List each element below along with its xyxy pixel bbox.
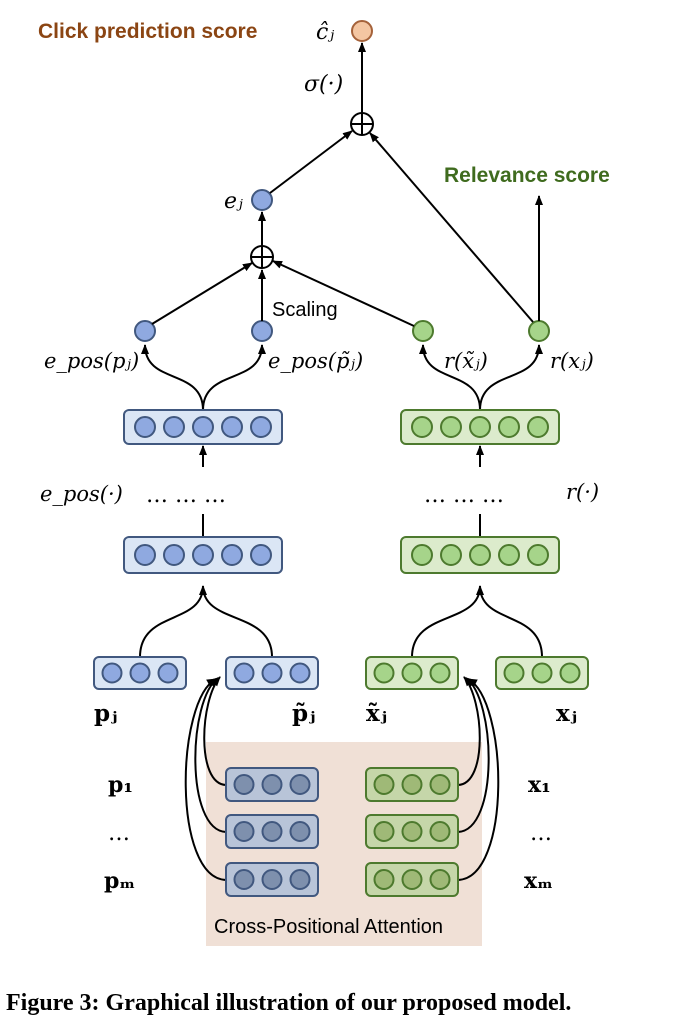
pj-layer bbox=[93, 656, 187, 690]
arrow-pj-to-sum bbox=[151, 262, 253, 325]
r-xtj-label: r(x̃ⱼ) bbox=[444, 349, 488, 373]
output-symbol: ĉⱼ bbox=[316, 20, 334, 45]
curve-blue-top-to-ptj bbox=[202, 344, 266, 411]
figure-caption: Figure 3: Graphical illustration of our … bbox=[6, 990, 571, 1016]
green-bottom-layer bbox=[400, 536, 560, 574]
r-function-label: r(·) bbox=[566, 480, 599, 504]
x1-label: x₁ bbox=[528, 772, 551, 798]
attn-arrow-xdots bbox=[457, 677, 490, 833]
ej-label: eⱼ bbox=[224, 189, 243, 214]
curve-pj-merge bbox=[139, 585, 204, 658]
arrow-ej-to-sum bbox=[269, 130, 353, 194]
click-prediction-title: Click prediction score bbox=[38, 20, 257, 43]
curve-ptj-merge bbox=[199, 585, 273, 658]
blue-bottom-layer bbox=[123, 536, 283, 574]
attn-arrow-pdots bbox=[194, 677, 227, 833]
attention-label: Cross-Positional Attention bbox=[214, 916, 443, 938]
middle-sum-node bbox=[250, 245, 274, 269]
arrow-xj-to-top-sum bbox=[369, 132, 534, 323]
xdots-label: … bbox=[530, 821, 552, 846]
curve-blue-top-to-pj bbox=[141, 344, 204, 411]
pm-row bbox=[225, 862, 319, 897]
epos-pj-node bbox=[134, 320, 156, 342]
ptj-layer bbox=[225, 656, 319, 690]
epos-ptj-label: e_pos(p̃ⱼ) bbox=[268, 349, 363, 373]
pdots-row bbox=[225, 814, 319, 849]
r-xtj-node bbox=[412, 320, 434, 342]
blue-top-layer bbox=[123, 409, 283, 445]
ellipsis-left: … … … bbox=[146, 483, 226, 508]
green-top-layer bbox=[400, 409, 560, 445]
epos-pj-label: e_pos(pⱼ) bbox=[44, 349, 139, 373]
scaling-label: Scaling bbox=[272, 299, 338, 321]
pj-label: pⱼ bbox=[94, 700, 117, 727]
xj-layer bbox=[495, 656, 589, 690]
attn-arrow-x1 bbox=[457, 676, 481, 786]
curve-green-top-to-xtj bbox=[419, 344, 481, 411]
epos-ptj-node bbox=[251, 320, 273, 342]
ellipsis-right: … … … bbox=[424, 483, 504, 508]
x1-row bbox=[365, 767, 459, 802]
curve-xtj-merge bbox=[411, 585, 481, 658]
sigma-label: σ(·) bbox=[304, 72, 343, 97]
pm-label: pₘ bbox=[104, 868, 135, 894]
ptj-label: p̃ⱼ bbox=[292, 700, 315, 727]
pdots-label: … bbox=[108, 821, 130, 846]
epos-function-label: e_pos(·) bbox=[40, 482, 123, 506]
top-sum-node bbox=[350, 112, 374, 136]
attn-arrow-pm bbox=[184, 678, 227, 881]
output-node bbox=[351, 20, 373, 42]
r-xj-label: r(xⱼ) bbox=[550, 349, 594, 373]
curve-xj-merge bbox=[476, 585, 543, 658]
xtj-layer bbox=[365, 656, 459, 690]
xm-row bbox=[365, 862, 459, 897]
attn-arrow-p1 bbox=[203, 676, 227, 786]
xj-label: xⱼ bbox=[556, 700, 577, 727]
xm-label: xₘ bbox=[524, 868, 553, 894]
r-xj-node bbox=[528, 320, 550, 342]
p1-row bbox=[225, 767, 319, 802]
arrow-xtj-to-sum bbox=[272, 260, 415, 327]
attn-arrow-xm bbox=[457, 678, 500, 881]
p1-label: p₁ bbox=[108, 772, 133, 798]
relevance-score-title: Relevance score bbox=[444, 164, 610, 187]
xdots-row bbox=[365, 814, 459, 849]
ej-node bbox=[251, 189, 273, 211]
xtj-label: x̃ⱼ bbox=[366, 700, 387, 727]
curve-green-top-to-xj bbox=[479, 344, 543, 411]
